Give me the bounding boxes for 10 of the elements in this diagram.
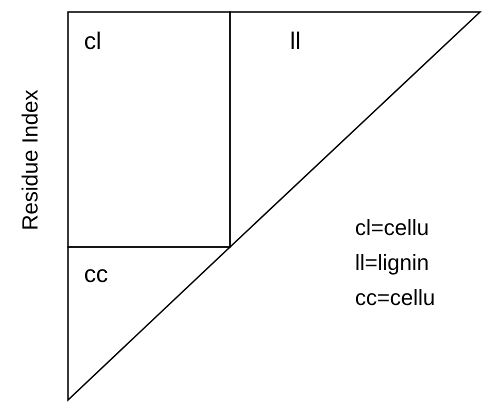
legend-text: cc=cellu bbox=[355, 285, 436, 311]
matrix-block bbox=[68, 247, 230, 400]
legend-text: ll=lignin bbox=[355, 250, 429, 276]
legend-text: cl=cellu bbox=[355, 215, 429, 241]
region-label: ll bbox=[290, 28, 301, 56]
axis-title: Residue Index bbox=[16, 90, 43, 230]
region-label: cl bbox=[84, 28, 102, 56]
matrix-block bbox=[230, 12, 480, 247]
region-label: cc bbox=[84, 261, 108, 289]
matrix-block bbox=[68, 12, 230, 247]
